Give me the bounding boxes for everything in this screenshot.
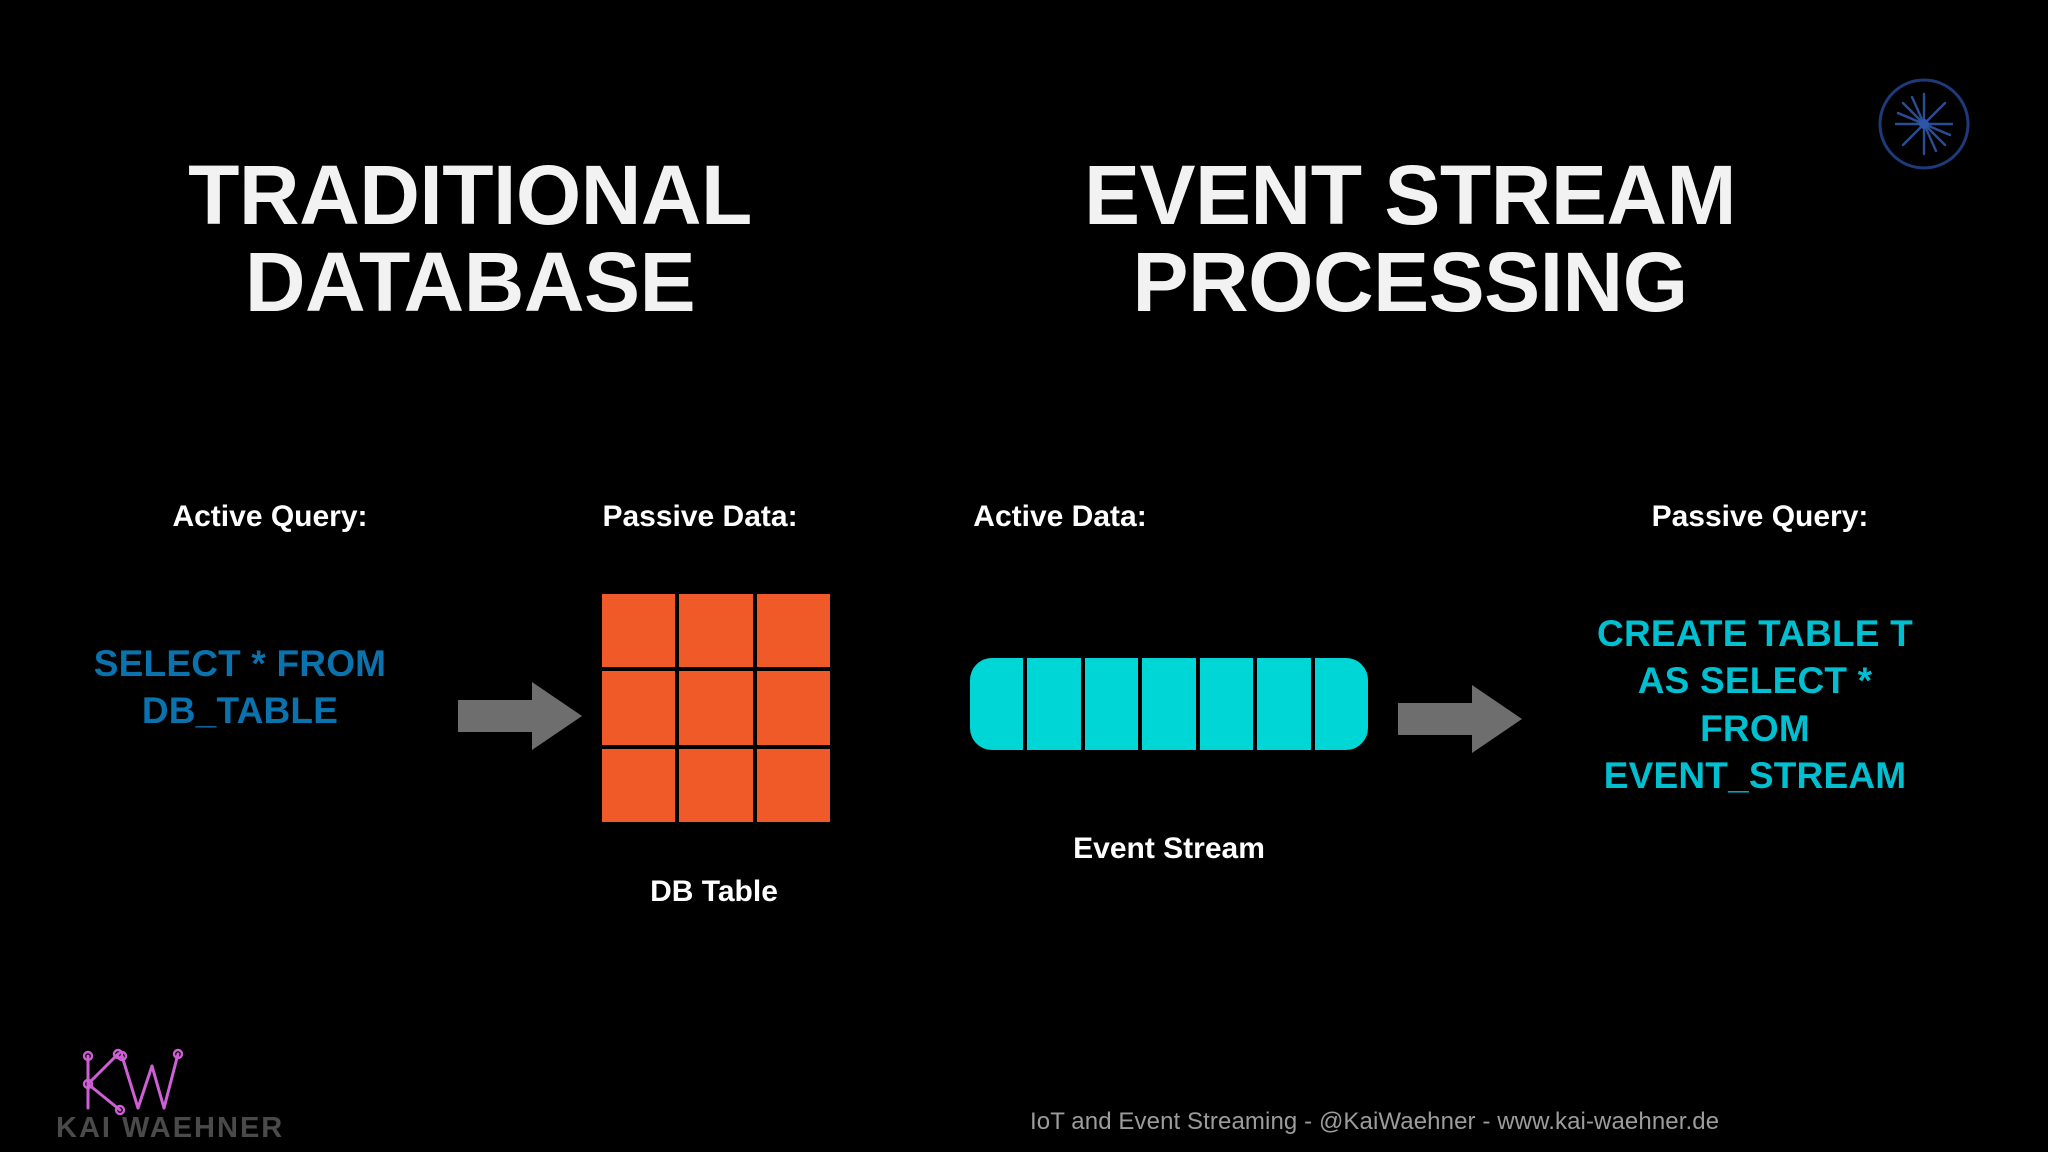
event-stream-segment xyxy=(1257,658,1311,750)
event-stream-shape xyxy=(970,658,1368,750)
label-active-query: Active Query: xyxy=(172,500,368,533)
label-active-data: Active Data: xyxy=(973,500,1147,533)
sql-snippet-select-from-db-table: SELECT * FROM DB_TABLE xyxy=(93,643,387,732)
section-title-event-stream-processing: EVENT STREAM PROCESSING xyxy=(1083,148,1737,329)
footer-attribution: IoT and Event Streaming - @KaiWaehner - … xyxy=(1030,1108,1720,1135)
label-passive-query: Passive Query: xyxy=(1651,500,1869,533)
caption-db-table: DB Table xyxy=(650,875,778,908)
event-stream-segment xyxy=(1199,658,1254,750)
arrow-right-icon-stream-to-query xyxy=(1398,683,1522,755)
kw-monogram-icon xyxy=(74,1042,194,1125)
event-stream-segment xyxy=(1084,658,1139,750)
event-stream-segment xyxy=(1142,658,1196,750)
kai-waehner-logo: KAI WAEHNER xyxy=(56,1042,282,1152)
section-title-traditional-database: TRADITIONAL DATABASE xyxy=(188,148,752,329)
db-table-cell xyxy=(602,594,676,668)
db-table-shape xyxy=(600,592,832,824)
db-table-cell xyxy=(756,748,830,822)
label-passive-data: Passive Data: xyxy=(602,500,798,533)
caption-event-stream: Event Stream xyxy=(1073,832,1265,865)
event-stream-segment xyxy=(1027,658,1081,750)
kw-wordmark: KAI WAEHNER xyxy=(56,1112,285,1144)
event-stream-segment xyxy=(1314,658,1368,750)
db-table-cell xyxy=(602,671,676,745)
arrow-right-icon-query-to-table xyxy=(458,680,582,752)
db-table-cell xyxy=(679,671,753,745)
db-table-cell xyxy=(679,748,753,822)
sql-snippet-create-table-as-select: CREATE TABLE T AS SELECT * FROM EVENT_ST… xyxy=(1597,613,1913,797)
db-table-cell xyxy=(756,671,830,745)
db-table-cell xyxy=(602,748,676,822)
db-table-cell xyxy=(756,594,830,668)
event-stream-segment xyxy=(970,658,1024,750)
db-table-cell xyxy=(679,594,753,668)
confluent-logo xyxy=(1872,72,1976,176)
